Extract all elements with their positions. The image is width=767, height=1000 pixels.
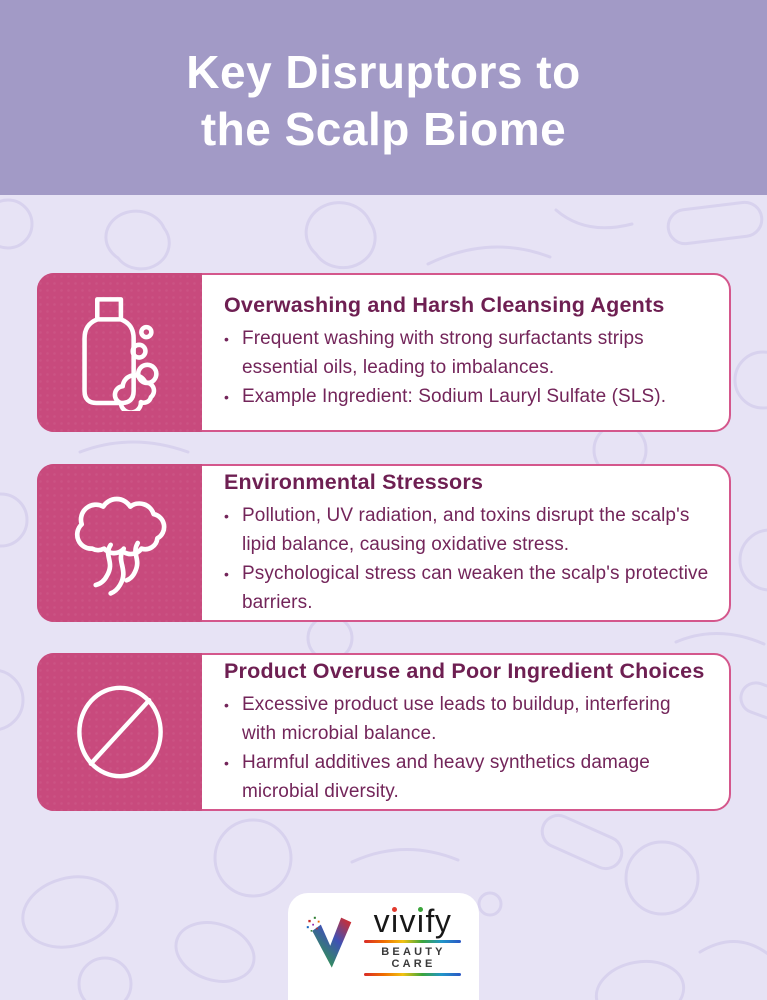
card-product-overuse-title: Product Overuse and Poor Ingredient Choi… [224, 658, 705, 683]
brand-letter: f [425, 903, 435, 939]
card-overwashing-bullets: • Frequent washing with strong surfactan… [224, 324, 709, 412]
card-overwashing: Overwashing and Harsh Cleansing Agents •… [37, 273, 731, 432]
page-title-line1: Key Disruptors to [186, 45, 581, 98]
card-environmental-title: Environmental Stressors [224, 469, 484, 494]
card-environmental-bullets: • Pollution, UV radiation, and toxins di… [224, 501, 709, 617]
bullet-text: Psychological stress can weaken the scal… [242, 562, 709, 613]
brand-letter-dot [392, 907, 398, 912]
brand-letter: y [434, 903, 452, 939]
header-band: Key Disruptors to the Scalp Biome [0, 0, 767, 195]
card-product-overuse-bullets: • Excessive product use leads to buildup… [224, 690, 709, 806]
shampoo-bottle-icon [81, 296, 159, 411]
bullet-item: • Example Ingredient: Sodium Lauryl Sulf… [224, 382, 709, 412]
card-environmental-content: Environmental Stressors • Pollution, UV … [202, 466, 729, 620]
rainbow-bar-bottom [364, 973, 461, 976]
bullet-text: Pollution, UV radiation, and toxins disr… [242, 504, 690, 555]
card-environmental-icon-block [37, 464, 202, 622]
bullet-text: Frequent washing with strong surfactants… [242, 328, 644, 378]
bullet-dot: • [224, 389, 229, 405]
bullet-dot: • [224, 696, 229, 713]
brand-v-mark-icon [306, 911, 356, 971]
bullet-item: • Frequent washing with strong surfactan… [224, 324, 709, 382]
brand-tagline: BEAUTY CARE [381, 946, 446, 970]
brand-letter: v [373, 903, 391, 939]
bullet-dot: • [224, 565, 229, 582]
bullet-text: Excessive product use leads to buildup, … [242, 693, 671, 744]
bullet-text: Example Ingredient: Sodium Lauryl Sulfat… [242, 386, 667, 407]
prohibition-icon [76, 685, 163, 779]
card-product-overuse-icon-block [37, 653, 202, 811]
bullet-item: • Psychological stress can weaken the sc… [224, 559, 709, 617]
bullet-item: • Harmful additives and heavy synthetics… [224, 748, 709, 806]
rainbow-bar-top [364, 940, 461, 943]
brand-letter: ı [416, 903, 426, 939]
page-title-line2: the Scalp Biome [200, 102, 567, 155]
bullet-dot: • [224, 331, 229, 347]
bullet-text: Harmful additives and heavy synthetics d… [242, 751, 650, 802]
card-overwashing-content: Overwashing and Harsh Cleansing Agents •… [202, 275, 729, 430]
card-environmental-stressors: Environmental Stressors • Pollution, UV … [37, 464, 731, 622]
brand-letter: ı [390, 903, 400, 939]
card-overwashing-title: Overwashing and Harsh Cleansing Agents [224, 293, 665, 317]
bullet-item: • Excessive product use leads to buildup… [224, 690, 709, 748]
card-product-overuse-content: Product Overuse and Poor Ingredient Choi… [202, 655, 729, 809]
bullet-dot: • [224, 754, 229, 771]
smoke-cloud-icon [74, 496, 166, 596]
card-product-overuse: Product Overuse and Poor Ingredient Choi… [37, 653, 731, 811]
bullet-dot: • [224, 507, 229, 524]
brand-letter: v [399, 903, 417, 939]
card-overwashing-icon-block [37, 273, 202, 432]
bullet-item: • Pollution, UV radiation, and toxins di… [224, 501, 709, 559]
brand-letter-dot [418, 907, 424, 912]
